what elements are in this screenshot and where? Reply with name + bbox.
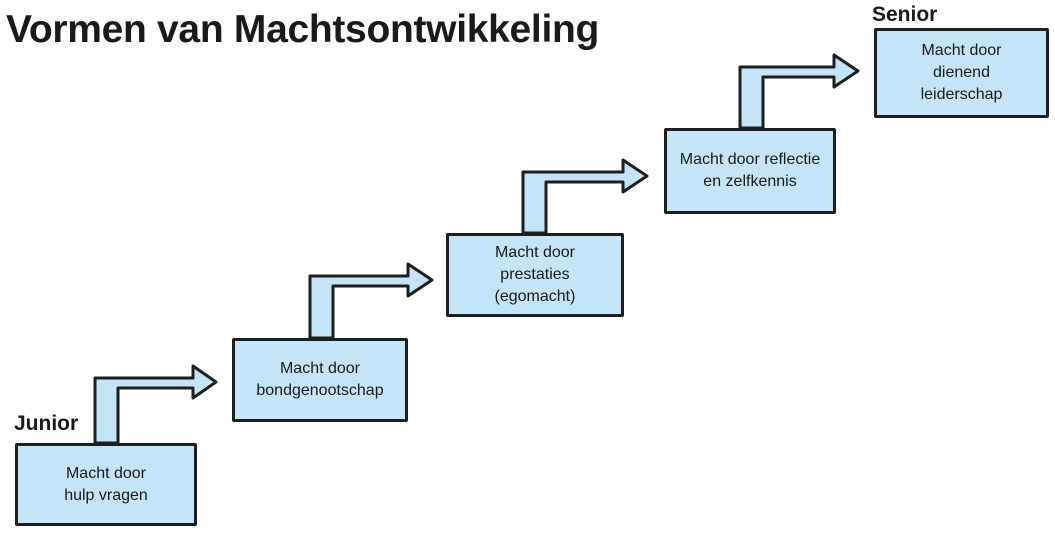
step-text: Macht door bondgenootschap bbox=[256, 360, 384, 399]
step-box-reflectie: Macht door reflectie en zelfkennis bbox=[664, 128, 836, 214]
step-arrow-4 bbox=[738, 53, 860, 130]
step-arrow-2 bbox=[308, 262, 434, 340]
step-text: Macht door reflectie en zelfkennis bbox=[679, 151, 821, 190]
step-box-prestaties: Macht door prestaties (egomacht) bbox=[446, 233, 624, 317]
step-box-bondgenootschap: Macht door bondgenootschap bbox=[232, 338, 408, 422]
step-box-dienend-leiderschap: Macht door dienend leiderschap bbox=[874, 28, 1049, 118]
page-title: Vormen van Machtsontwikkeling bbox=[6, 8, 600, 51]
level-label-senior: Senior bbox=[872, 3, 938, 26]
step-arrow-1 bbox=[93, 364, 218, 445]
step-box-hulp-vragen: Macht door hulp vragen bbox=[15, 443, 197, 526]
step-arrow-3 bbox=[521, 158, 649, 235]
step-text: Macht door prestaties (egomacht) bbox=[494, 244, 576, 305]
step-text: Macht door hulp vragen bbox=[64, 464, 148, 504]
step-text: Macht door dienend leiderschap bbox=[920, 42, 1003, 103]
level-label-junior: Junior bbox=[14, 412, 79, 435]
